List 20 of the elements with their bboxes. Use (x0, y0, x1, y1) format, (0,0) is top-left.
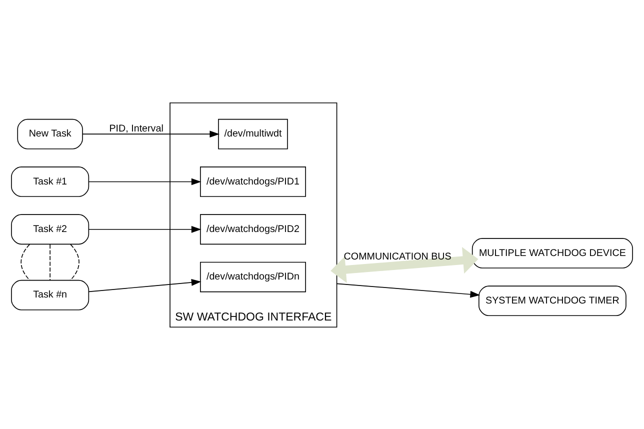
arrow (336, 282, 480, 298)
node-box: /dev/watchdogs/PID2 (200, 214, 306, 244)
node-box: Task #2 (11, 214, 90, 244)
connector (70, 244, 80, 280)
edge-label: PID, Interval (109, 122, 164, 134)
node-box: /dev/watchdogs/PID1 (200, 166, 306, 196)
arrow (330, 246, 478, 282)
connector (20, 244, 30, 280)
node-box: SYSTEM WATCHDOG TIMER (478, 285, 626, 316)
edge-label: COMMUNICATION BUS (344, 250, 452, 262)
node-box: New Task (17, 118, 83, 149)
node-box: Task #1 (11, 166, 90, 196)
arrow (88, 178, 202, 185)
node-box: /dev/multiwdt (218, 118, 288, 149)
node-box: /dev/watchdogs/PIDn (200, 261, 306, 292)
arrow (82, 130, 220, 138)
arrow (88, 278, 202, 292)
node-box: MULTIPLE WATCHDOG DEVICE (472, 238, 633, 268)
arrow (88, 225, 202, 232)
node-box: Task #n (11, 279, 90, 310)
